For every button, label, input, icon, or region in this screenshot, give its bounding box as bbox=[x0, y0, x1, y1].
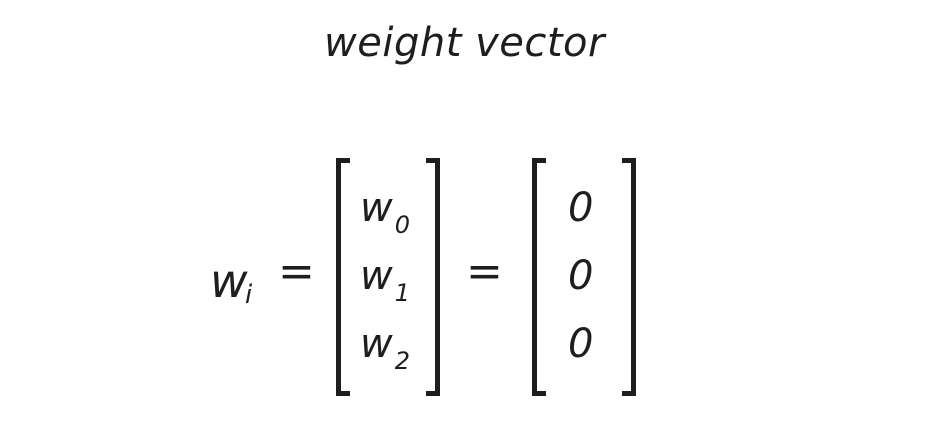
symbolic-vector-right-bracket bbox=[426, 158, 440, 396]
entry-symbol: w bbox=[360, 321, 393, 367]
lhs-subscript: i bbox=[245, 280, 253, 310]
diagram-title: weight vector bbox=[324, 20, 605, 66]
symbolic-vector-entry-0: w0 bbox=[360, 185, 410, 237]
entry-subscript: 1 bbox=[394, 279, 410, 307]
value-vector-right-bracket bbox=[622, 158, 636, 396]
value-vector-entry-2: 0 bbox=[568, 321, 594, 367]
lhs-symbol: w bbox=[210, 254, 248, 308]
symbolic-vector-entry-1: w1 bbox=[360, 253, 410, 305]
value-vector-entry-0: 0 bbox=[568, 185, 594, 231]
value-vector-entry-1: 0 bbox=[568, 253, 594, 299]
value-vector-left-bracket bbox=[532, 158, 546, 396]
entry-symbol: w bbox=[360, 253, 393, 299]
equals-sign-1: = bbox=[278, 246, 315, 297]
equals-sign-2: = bbox=[466, 246, 503, 297]
symbolic-vector-left-bracket bbox=[336, 158, 350, 396]
symbolic-vector-entry-2: w2 bbox=[360, 321, 410, 373]
entry-symbol: w bbox=[360, 185, 393, 231]
entry-subscript: 0 bbox=[394, 211, 410, 239]
entry-subscript: 2 bbox=[394, 347, 410, 375]
